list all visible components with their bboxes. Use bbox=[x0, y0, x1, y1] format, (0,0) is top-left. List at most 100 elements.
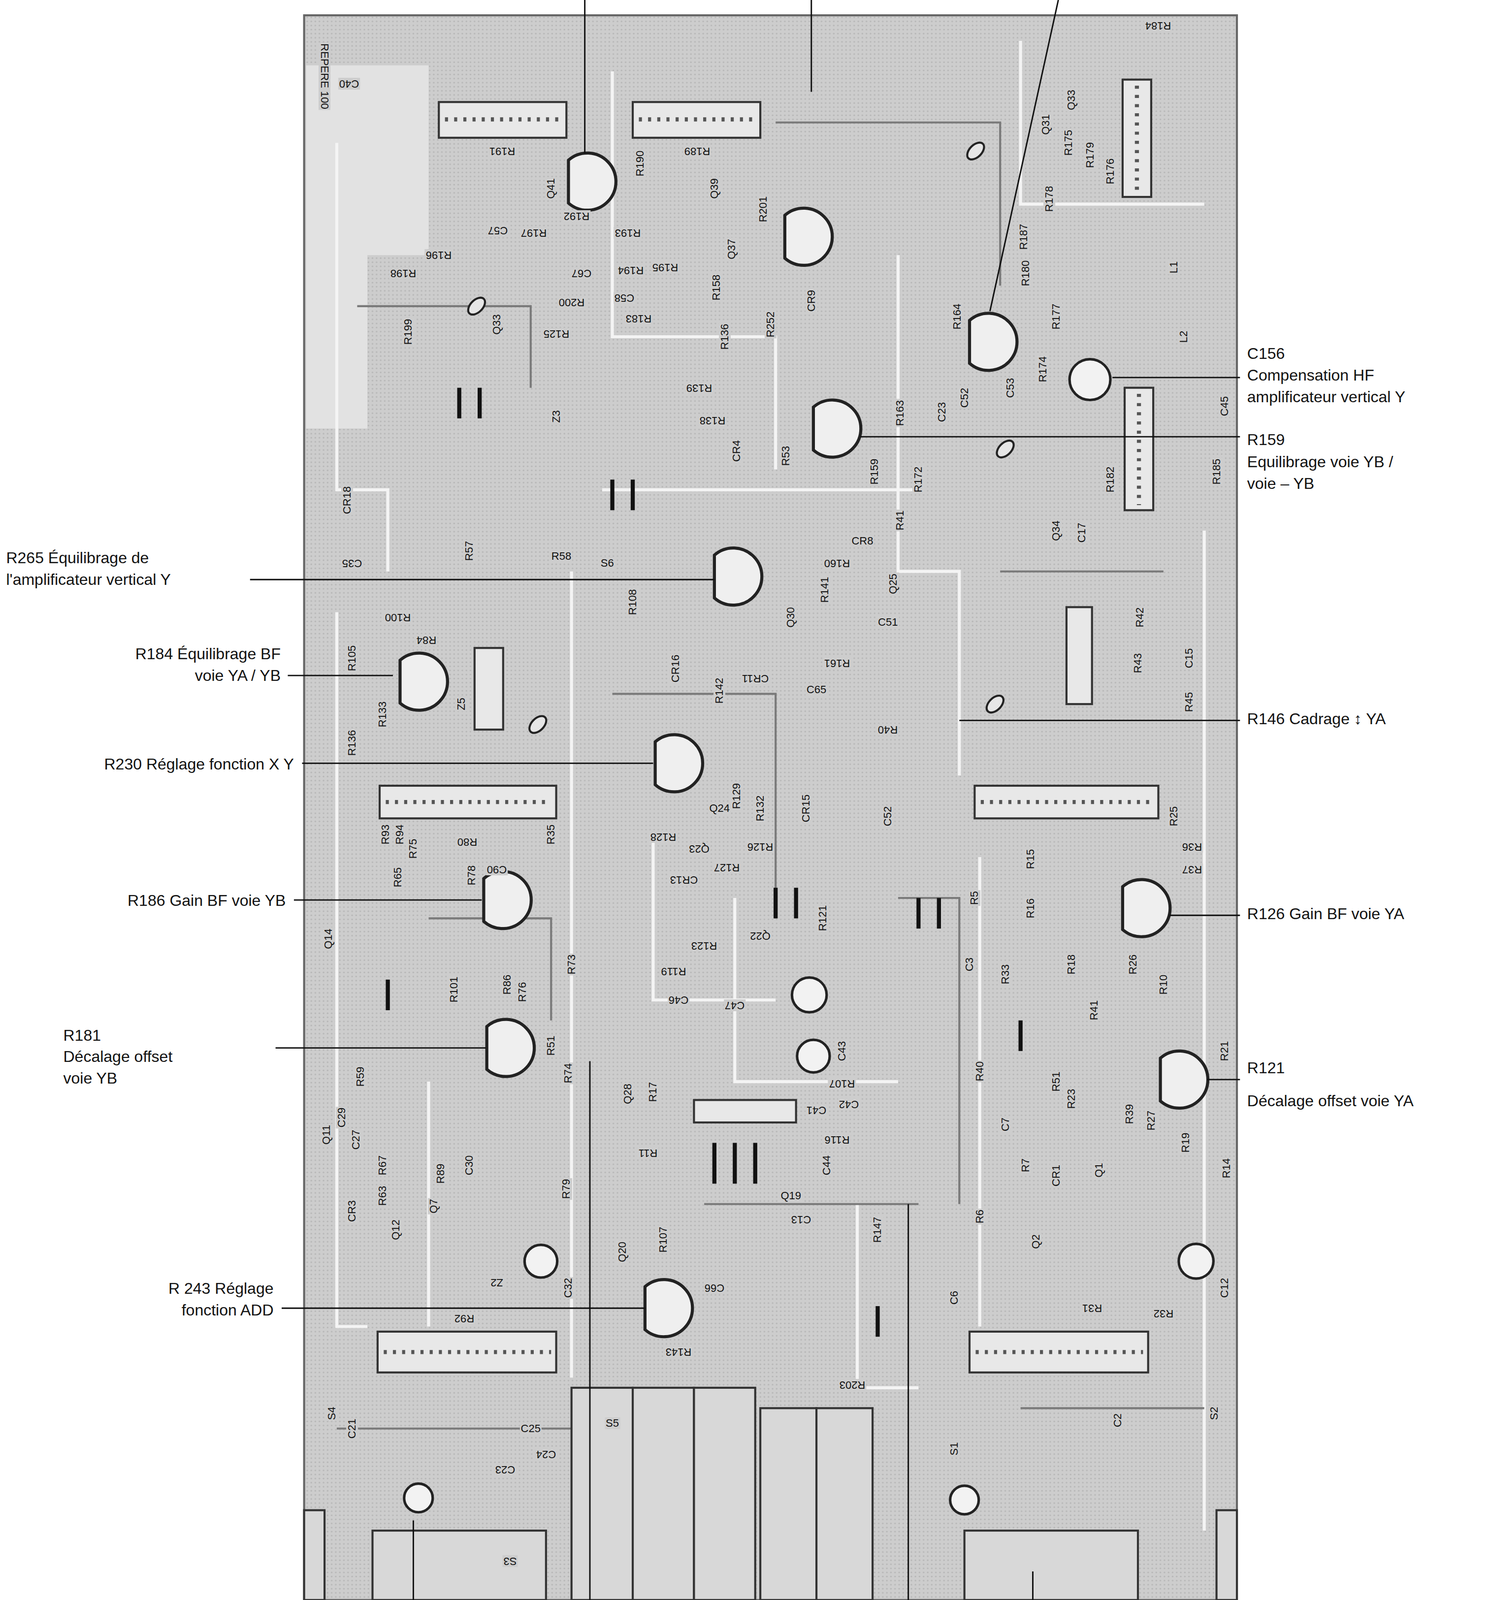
leader-lines bbox=[250, 0, 1240, 1600]
component-reference: R125 bbox=[542, 327, 571, 340]
component-reference: Q28 bbox=[621, 1082, 634, 1106]
component-reference: R139 bbox=[684, 382, 713, 394]
component-reference: R101 bbox=[448, 975, 460, 1004]
component-reference: R198 bbox=[388, 267, 418, 280]
component-reference: C17 bbox=[1075, 521, 1088, 544]
resistor-symbol bbox=[712, 1142, 717, 1184]
component-reference: R108 bbox=[626, 588, 639, 617]
component-reference: R190 bbox=[634, 149, 647, 178]
component-reference: Q33 bbox=[490, 313, 503, 336]
component-reference: R36 bbox=[1181, 841, 1203, 853]
component-reference: R10 bbox=[1157, 973, 1170, 996]
callout-label: R230 Réglage fonction X Y bbox=[103, 753, 294, 776]
component-reference: R192 bbox=[562, 210, 591, 223]
trimmer-symbol bbox=[655, 734, 703, 792]
trimmer-symbol bbox=[486, 1019, 535, 1077]
leader-line bbox=[583, 0, 586, 154]
ic-package bbox=[379, 785, 557, 819]
component-reference: R51 bbox=[545, 1035, 557, 1057]
component-reference: C52 bbox=[958, 387, 971, 409]
component-reference: R126 bbox=[746, 841, 775, 853]
component-reference: R6 bbox=[973, 1208, 986, 1225]
component-reference: S5 bbox=[604, 1417, 620, 1430]
component-reference: R53 bbox=[779, 445, 792, 467]
switch-body bbox=[693, 1388, 755, 1600]
component-reference: C24 bbox=[535, 1448, 557, 1461]
electrolytic-capacitor bbox=[404, 1484, 433, 1513]
component-reference: C57 bbox=[486, 224, 509, 237]
component-reference: C90 bbox=[485, 863, 508, 876]
component-reference: C25 bbox=[519, 1423, 542, 1435]
component-reference: R129 bbox=[730, 781, 743, 810]
component-reference: C23 bbox=[936, 401, 948, 423]
component-reference: R23 bbox=[1065, 1088, 1078, 1110]
component-reference: Q19 bbox=[779, 1190, 803, 1202]
callout-label: R146 Cadrage ↕ YA bbox=[1247, 708, 1387, 730]
trimmer-symbol bbox=[784, 208, 833, 266]
trace bbox=[857, 1204, 919, 1389]
callout-label: R181 bbox=[63, 1024, 102, 1047]
component-reference: R43 bbox=[1132, 652, 1144, 675]
component-reference: Q24 bbox=[708, 802, 731, 815]
ic-package bbox=[377, 1331, 557, 1373]
resistor-symbol bbox=[753, 1142, 758, 1184]
component-reference: R143 bbox=[664, 1346, 693, 1359]
component-reference: R252 bbox=[764, 310, 777, 339]
callout-label: R186 Gain BF voie YB bbox=[127, 889, 286, 912]
component-reference: R58 bbox=[550, 550, 573, 563]
component-reference: C53 bbox=[1004, 376, 1017, 399]
callout-label: Compensation HF amplificateur vertical Y bbox=[1247, 364, 1457, 408]
component-reference: C66 bbox=[703, 1282, 726, 1295]
component-reference: C51 bbox=[876, 616, 899, 629]
leader-line bbox=[589, 1061, 591, 1600]
component-reference: R159 bbox=[868, 457, 881, 486]
callout-label: R265 Équilibrage de l'amplificateur vert… bbox=[5, 547, 239, 591]
pin-row bbox=[383, 1350, 551, 1355]
trace bbox=[898, 255, 960, 776]
leader-line bbox=[1169, 914, 1240, 917]
component-reference: R5 bbox=[968, 890, 981, 907]
transistor-symbol bbox=[464, 294, 488, 318]
trace bbox=[612, 71, 777, 470]
component-reference: R187 bbox=[1017, 223, 1030, 252]
switch-body bbox=[372, 1530, 547, 1600]
trimmer-symbol bbox=[399, 653, 448, 711]
component-reference: C27 bbox=[350, 1129, 362, 1151]
pin-row bbox=[445, 117, 562, 122]
component-reference: C45 bbox=[1218, 395, 1231, 418]
component-reference: Z2 bbox=[489, 1276, 505, 1289]
component-reference: R93 bbox=[379, 823, 392, 846]
component-reference: R21 bbox=[1218, 1040, 1231, 1063]
leader-line bbox=[302, 762, 654, 765]
component-reference: C40 bbox=[338, 77, 360, 90]
component-reference: C2 bbox=[1111, 1412, 1124, 1429]
trace bbox=[428, 918, 552, 1021]
trace bbox=[775, 122, 1001, 287]
component-reference: Q7 bbox=[427, 1197, 440, 1215]
component-reference: R39 bbox=[1123, 1103, 1136, 1126]
pin-row bbox=[385, 800, 551, 805]
trace bbox=[978, 857, 982, 1327]
circuit-board bbox=[304, 15, 1237, 1600]
component-reference: R160 bbox=[822, 557, 851, 570]
trimmer-symbol bbox=[645, 1279, 693, 1337]
component-reference: C43 bbox=[836, 1040, 848, 1063]
leader-line bbox=[1032, 1571, 1034, 1600]
component-reference: R105 bbox=[346, 644, 358, 673]
component-reference: R14 bbox=[1220, 1157, 1233, 1180]
component-reference: R163 bbox=[894, 399, 907, 428]
component-reference: C3 bbox=[963, 956, 976, 973]
component-reference: CR18 bbox=[341, 485, 354, 515]
transistor-symbol bbox=[964, 139, 988, 163]
integrated-circuits bbox=[377, 79, 1159, 1373]
switch-body bbox=[571, 1388, 633, 1600]
component-reference: CR8 bbox=[850, 535, 874, 548]
trace bbox=[336, 612, 368, 1328]
component-reference: R121 bbox=[816, 904, 829, 933]
component-reference: R199 bbox=[402, 317, 415, 346]
component-reference: C46 bbox=[667, 994, 690, 1006]
component-reference: S1 bbox=[948, 1441, 961, 1457]
resistor-symbol bbox=[457, 388, 462, 419]
